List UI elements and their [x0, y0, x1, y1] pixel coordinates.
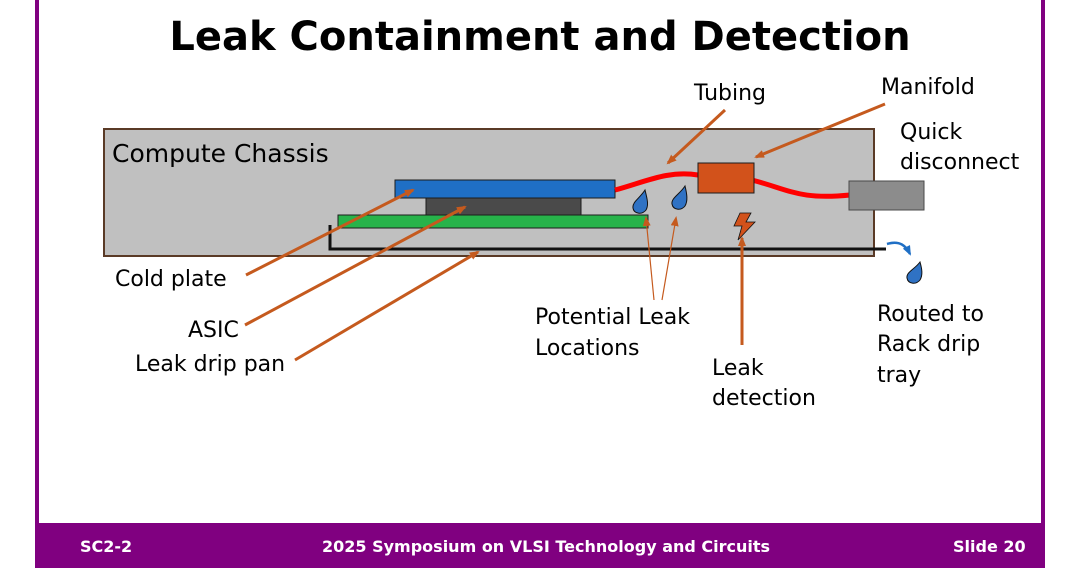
droplet-icon — [632, 188, 649, 214]
slide-title: Leak Containment and Detection — [169, 14, 911, 60]
routed-label-3: tray — [877, 363, 922, 388]
asic-label: ASIC — [188, 318, 239, 343]
potential-leak-label-1: Potential Leak — [535, 305, 690, 330]
circuit-board — [337, 214, 649, 229]
tubing-line-right — [751, 177, 851, 199]
tubing-line-left — [614, 171, 699, 193]
manifold — [697, 162, 755, 194]
leak-detection-label-2: detection — [712, 386, 816, 411]
quick-disconnect-label-1: Quick — [900, 120, 963, 145]
potential-leak-label-2: Locations — [535, 336, 640, 361]
footer-slide-number: Slide 20 — [953, 537, 1026, 556]
leak-detection-label-1: Leak — [712, 356, 764, 381]
quick-disconnect — [848, 180, 925, 211]
routed-arrow — [886, 241, 912, 256]
cold-plate-arrow — [245, 188, 415, 277]
manifold-arrow — [754, 102, 886, 159]
asic-arrow — [244, 205, 467, 327]
tubing-label: Tubing — [694, 81, 767, 106]
routed-label-1: Routed to — [877, 302, 984, 327]
footer-session-id: SC2-2 — [80, 537, 133, 556]
droplet-icon — [906, 260, 923, 284]
cold-plate-label: Cold plate — [115, 267, 227, 292]
quick-disconnect-label-2: disconnect — [900, 150, 1020, 175]
routed-label-2: Rack drip — [877, 332, 981, 357]
droplet-icon — [671, 184, 688, 210]
potential-leak-arrow-1 — [642, 216, 655, 301]
cold-plate — [394, 179, 616, 199]
footer-conference: 2025 Symposium on VLSI Technology and Ci… — [322, 537, 771, 556]
asic — [425, 197, 582, 216]
leak-diagram — [103, 102, 925, 362]
potential-leak-arrow-2 — [661, 216, 679, 301]
slide-footer: SC2-2 2025 Symposium on VLSI Technology … — [35, 523, 1045, 568]
manifold-label: Manifold — [881, 75, 975, 100]
chassis-label: Compute Chassis — [112, 139, 329, 168]
leak-drip-pan-label: Leak drip pan — [135, 352, 286, 377]
lightning-icon — [733, 212, 756, 241]
slide-frame — [35, 0, 1045, 568]
tubing-arrow — [666, 108, 727, 165]
drip-pan-arrow — [294, 250, 480, 362]
